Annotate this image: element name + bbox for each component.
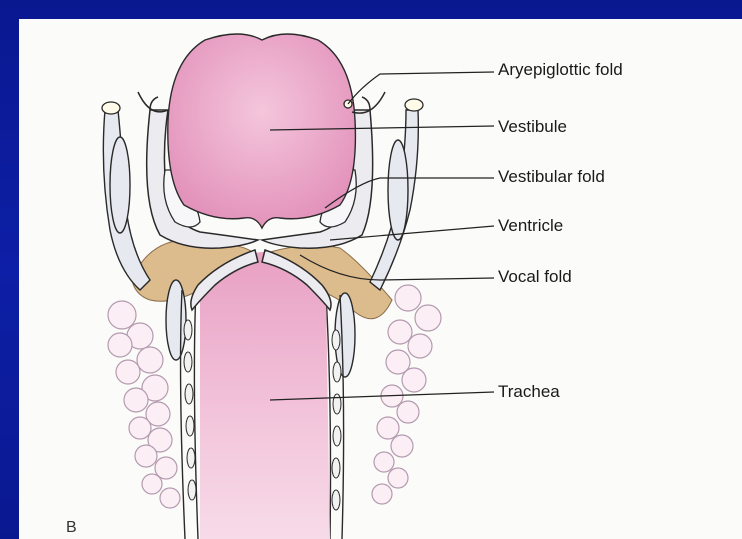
label-ventricle: Ventricle [498, 216, 563, 235]
trachea-lumen [200, 252, 330, 539]
label-trachea: Trachea [498, 382, 560, 401]
diagram-panel: Aryepiglottic fold Vestibule Vestibular … [19, 19, 742, 539]
larynx-coronal-section-illustration: Aryepiglottic fold Vestibule Vestibular … [19, 19, 742, 539]
panel-letter: B [66, 519, 77, 536]
label-vocal-fold: Vocal fold [498, 267, 572, 286]
vestibule-lumen [168, 34, 356, 228]
label-vestibule: Vestibule [498, 117, 567, 136]
label-vestibular-fold: Vestibular fold [498, 167, 605, 186]
leader-aryepiglottic [348, 72, 494, 104]
label-aryepiglottic-fold: Aryepiglottic fold [498, 60, 623, 79]
